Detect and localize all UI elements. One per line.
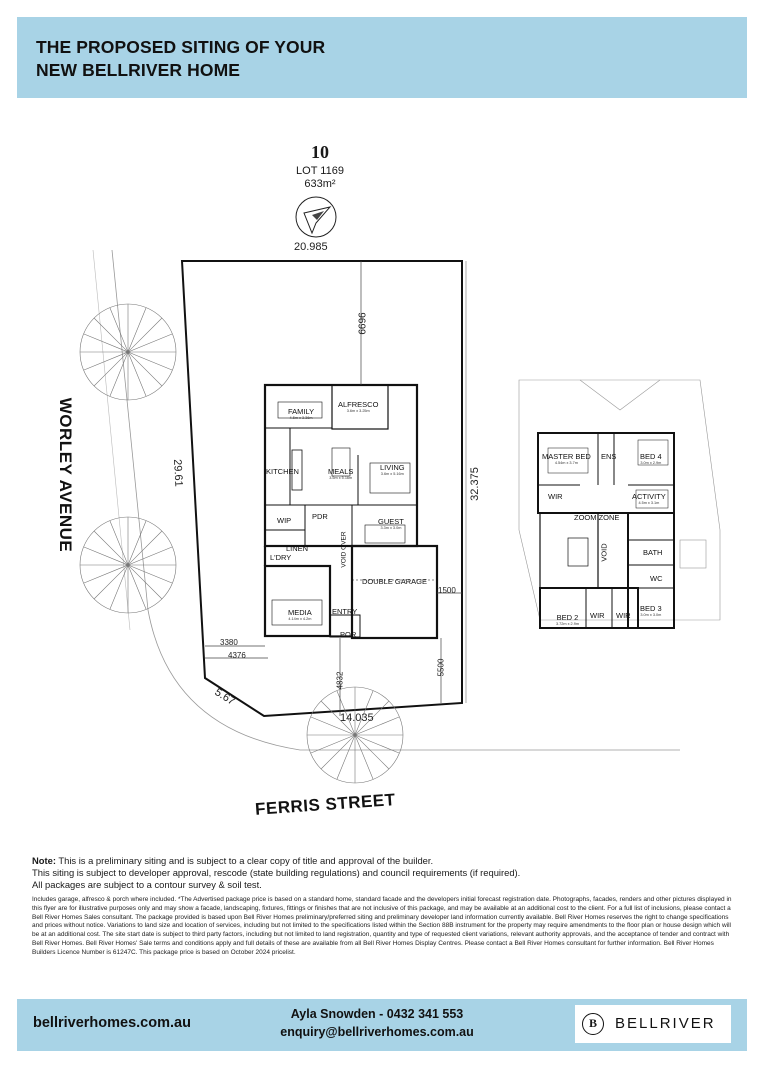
room-label: WIP <box>277 516 292 525</box>
side-setback-west-a-dim: 3380 <box>220 638 238 647</box>
site-plan-drawing <box>79 196 721 784</box>
north-arrow-icon <box>295 196 337 238</box>
room-label: WIR <box>590 611 605 620</box>
front-setback-garage-dim: 5500 <box>436 658 446 677</box>
contact-email[interactable]: enquiry@bellriverhomes.com.au <box>280 1025 474 1039</box>
room-label: ZOOM ZONE <box>574 513 620 522</box>
contact-name-phone[interactable]: Ayla Snowden - 0432 341 553 <box>290 1007 464 1021</box>
room-label: VOID OVER <box>340 531 348 568</box>
page-title: THE PROPOSED SITING OF YOUR NEW BELLRIVE… <box>36 37 326 80</box>
room-label: BATH <box>643 548 663 557</box>
room-label: WIR <box>616 611 631 620</box>
note-line: This is a preliminary siting and is subj… <box>55 855 434 866</box>
header-banner: THE PROPOSED SITING OF YOUR NEW BELLRIVE… <box>17 17 747 98</box>
website-link[interactable]: bellriverhomes.com.au <box>33 1015 191 1031</box>
brand-logo: B BELLRIVER <box>575 1005 731 1043</box>
lot-number: 10 <box>311 142 329 162</box>
room-label: WIR <box>548 492 563 501</box>
east-boundary-dim: 32.375 <box>468 467 481 501</box>
room-label: L'DRY <box>270 553 292 562</box>
note-line: This siting is subject to developer appr… <box>32 867 521 878</box>
footer-banner: bellriverhomes.com.au Ayla Snowden - 043… <box>17 999 747 1051</box>
note-label: Note: <box>32 855 56 866</box>
lot-label: LOT 1169 <box>296 165 344 177</box>
disclaimer-text: Includes garage, alfresco & porch where … <box>32 896 732 956</box>
street-name-west: WORLEY AVENUE <box>56 397 76 553</box>
tree-icon <box>79 303 177 401</box>
room-label: KITCHEN <box>266 467 299 476</box>
dimension-lines <box>205 261 462 716</box>
south-boundary-dim: 14.035 <box>340 712 374 724</box>
upper-floor-plan <box>518 379 721 629</box>
notes-block: Note: This is a preliminary siting and i… <box>32 855 732 891</box>
room-label: DOUBLE GARAGE <box>362 577 428 586</box>
room-label: POR <box>340 630 357 639</box>
north-boundary-dim: 20.985 <box>294 241 328 253</box>
rear-setback-dim: 9699 <box>355 312 367 335</box>
brand-name: BELLRIVER <box>615 1015 716 1032</box>
front-setback-entry-dim: 4832 <box>335 671 345 690</box>
site-plan: 10 LOT 1169 633m² WORLEY AVENUE FERRIS S… <box>0 110 764 845</box>
west-boundary-dim: 29.61 <box>171 458 185 488</box>
room-label: VOID <box>599 543 609 562</box>
ground-floor-plan <box>263 383 439 640</box>
lot-area: 633m² <box>304 178 336 190</box>
room-label: ENTRY <box>332 607 358 616</box>
room-label: PDR <box>312 512 328 521</box>
side-setback-west-b-dim: 4376 <box>228 651 246 660</box>
side-setback-east-dim: 1500 <box>438 586 456 595</box>
note-line: All packages are subject to a contour su… <box>32 879 262 890</box>
road-edge-line <box>111 249 680 751</box>
room-label: LINEN <box>286 544 309 553</box>
contact-block: Ayla Snowden - 0432 341 553 enquiry@bell… <box>247 1005 507 1041</box>
room-label: WC <box>650 574 663 583</box>
tree-icon <box>306 686 404 784</box>
tree-icon <box>79 516 177 614</box>
lot-boundary <box>180 260 463 718</box>
brand-mark-icon: B <box>582 1013 604 1035</box>
room-label: ENS <box>601 452 617 461</box>
